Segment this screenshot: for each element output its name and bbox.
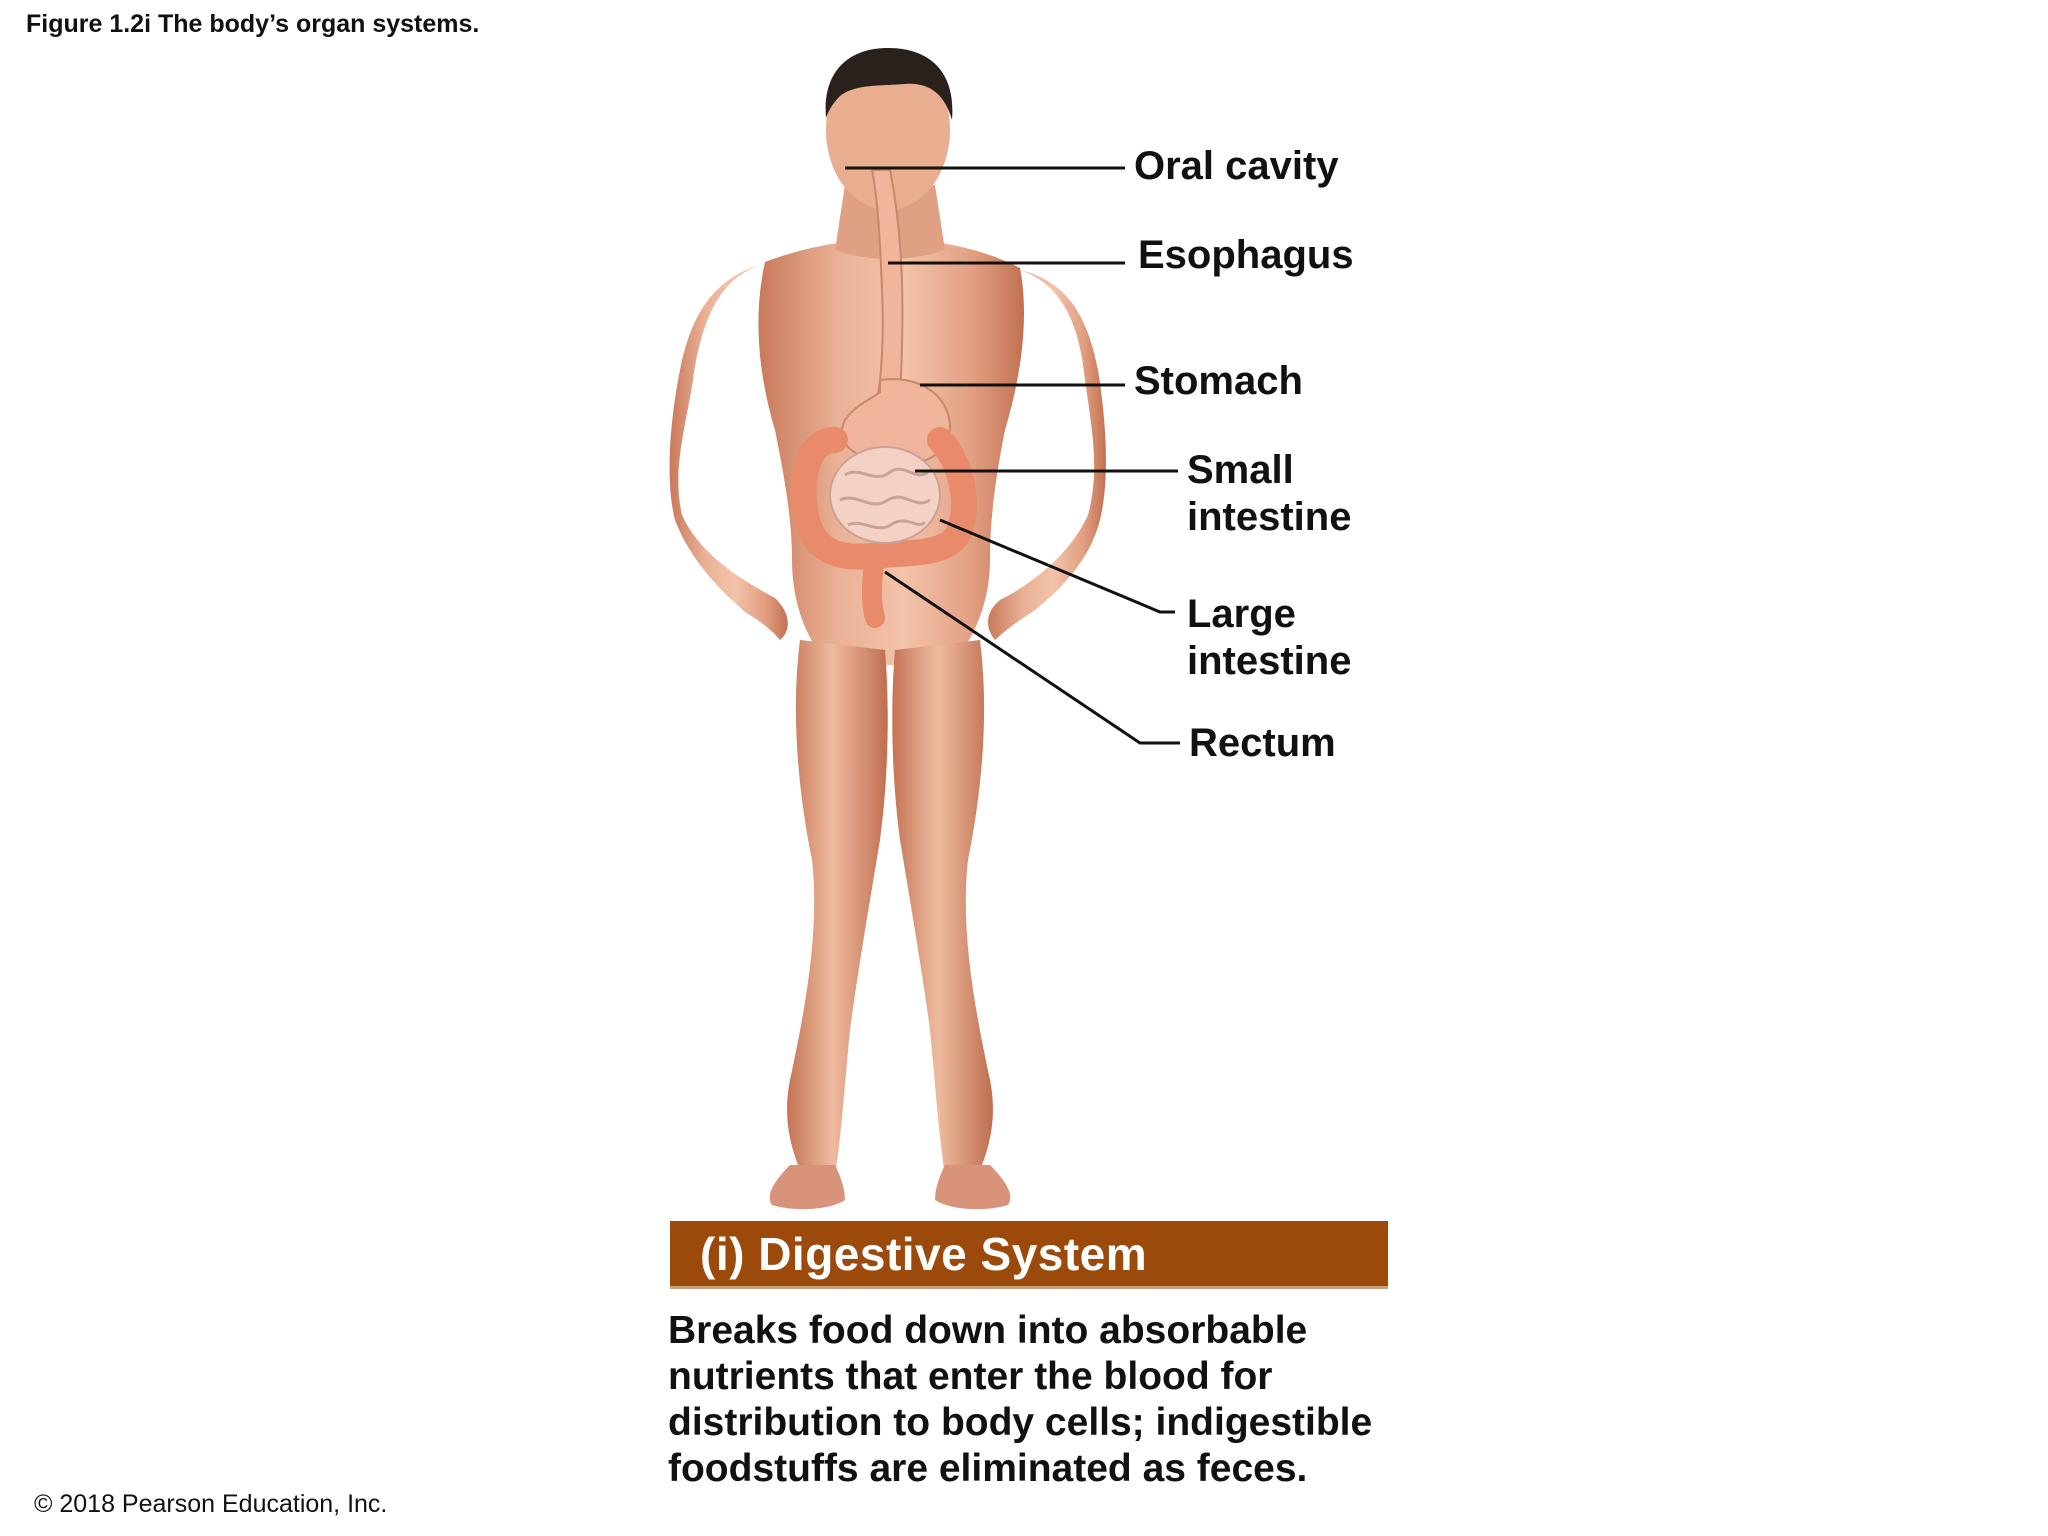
label-rectum: Rectum	[1189, 721, 1336, 765]
label-large-intestine: Large intestine	[1187, 592, 1352, 683]
digestive-organs	[790, 169, 977, 628]
label-stomach: Stomach	[1134, 359, 1303, 403]
head	[826, 50, 950, 210]
figure-caption: Figure 1.2i The body’s organ systems.	[26, 10, 480, 38]
left-arm	[988, 270, 1106, 640]
system-title: (i) Digestive System	[700, 1228, 1148, 1280]
small-intestine-coils	[839, 467, 931, 530]
leader-large-intestine	[939, 518, 1175, 614]
hair	[825, 48, 953, 120]
right-arm	[669, 265, 788, 640]
system-title-bar: (i) Digestive System	[670, 1221, 1388, 1289]
label-oral-cavity: Oral cavity	[1134, 144, 1339, 188]
left-leg	[892, 640, 993, 1175]
system-description: Breaks food down into absorbable nutrien…	[668, 1309, 1373, 1490]
leader-lines	[845, 166, 1180, 745]
right-foot	[769, 1165, 845, 1210]
copyright-notice: © 2018 Pearson Education, Inc.	[34, 1490, 388, 1518]
leader-rectum	[884, 570, 1180, 745]
rectum-shape	[862, 545, 885, 628]
left-foot	[935, 1165, 1011, 1210]
label-small-intestine: Small intestine	[1187, 448, 1352, 539]
label-esophagus: Esophagus	[1138, 233, 1354, 277]
right-leg	[787, 640, 888, 1175]
